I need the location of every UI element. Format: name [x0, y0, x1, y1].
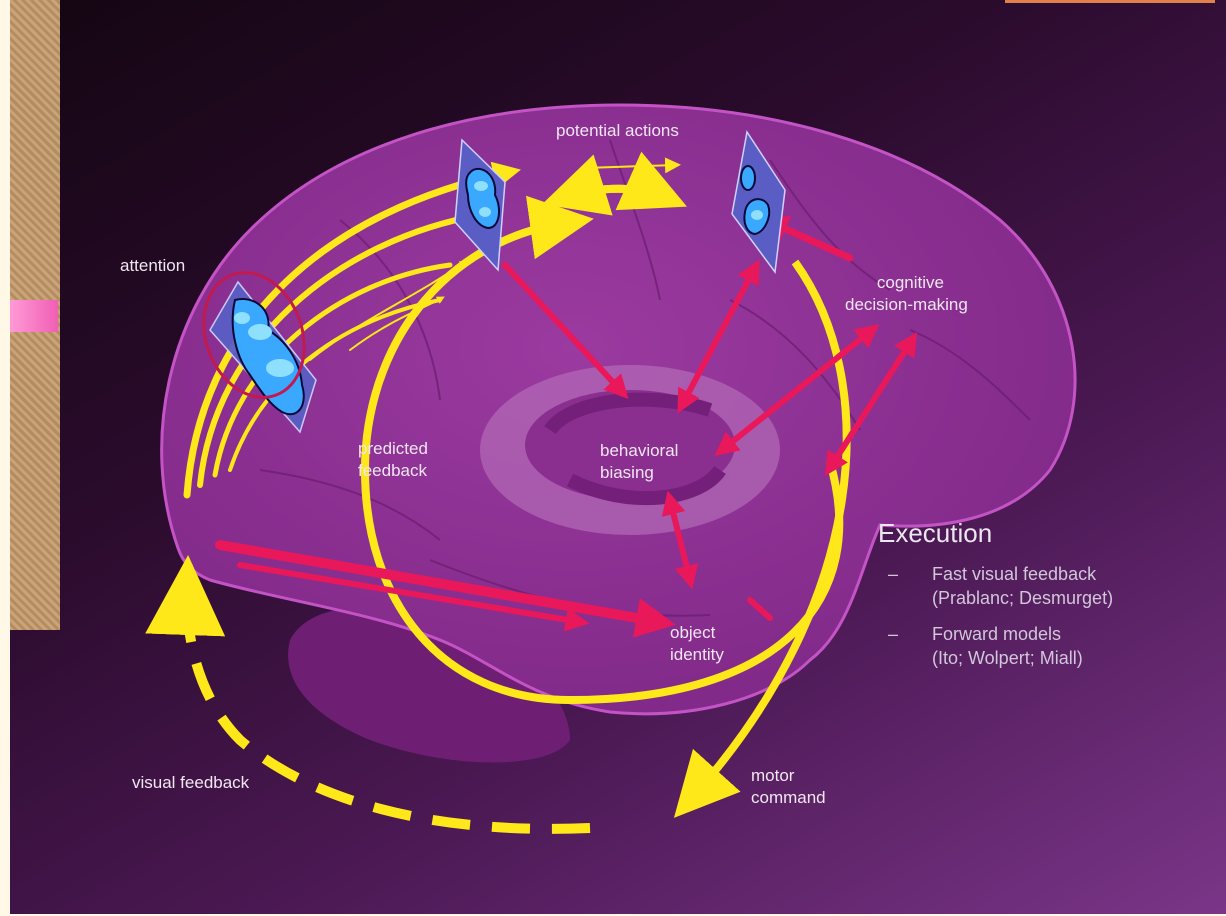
execution-heading: Execution	[878, 518, 993, 548]
label-motor-line2: command	[751, 788, 826, 807]
attention-activation-map	[209, 280, 317, 434]
bullet-dash: –	[888, 624, 899, 644]
label-cognitive-line2: decision-making	[845, 295, 968, 314]
motor-command-arrow	[673, 259, 851, 818]
parietal-activation-map	[454, 138, 506, 272]
label-cognitive-decision-making: cognitive decision-making	[845, 272, 968, 316]
bullet-2-line1: Forward models	[932, 624, 1062, 644]
bullet-1-line2: (Prablanc; Desmurget)	[932, 588, 1114, 608]
corner-accent	[1005, 0, 1215, 3]
label-predicted-line1: predicted	[358, 439, 428, 458]
execution-bullet-2: – Forward models (Ito; Wolpert; Miall)	[888, 622, 1083, 670]
label-visual-feedback: visual feedback	[132, 773, 250, 792]
label-behavioral-line1: behavioral	[600, 441, 679, 460]
bullet-1-line1: Fast visual feedback	[932, 564, 1097, 584]
label-object-line1: object	[670, 623, 716, 642]
label-predicted-line2: feedback	[358, 461, 427, 480]
label-object-line2: identity	[670, 645, 724, 664]
potential-actions-arrow-reverse	[542, 154, 667, 216]
label-object-identity: object identity	[670, 622, 724, 666]
label-attention: attention	[120, 256, 186, 275]
pink-accent-bar	[10, 300, 58, 332]
brain-diagram	[145, 103, 1077, 834]
label-potential-actions: potential actions	[556, 121, 679, 140]
bullet-text: Fast visual feedback (Prablanc; Desmurget…	[932, 562, 1113, 610]
label-cognitive-line1: cognitive	[876, 273, 944, 292]
bullet-dash: –	[888, 564, 899, 584]
label-motor-line1: motor	[751, 766, 795, 785]
label-behavioral-line2: biasing	[600, 463, 654, 482]
attention-focus-circle	[202, 271, 306, 399]
label-predicted-feedback: predicted feedback	[358, 438, 428, 482]
frontal-activation-map	[731, 130, 786, 274]
bullet-text: Forward models (Ito; Wolpert; Miall)	[932, 622, 1083, 670]
execution-bullet-1: – Fast visual feedback (Prablanc; Desmurge…	[888, 562, 1113, 610]
thin-action-arrow	[584, 157, 681, 174]
slide: potential actions attention cognitive de…	[10, 0, 1226, 914]
red-connection-arrows	[215, 216, 918, 638]
label-behavioral-biasing: behavioral biasing	[600, 440, 678, 484]
bullet-2-line2: (Ito; Wolpert; Miall)	[932, 648, 1083, 668]
label-motor-command: motor command	[751, 765, 826, 809]
